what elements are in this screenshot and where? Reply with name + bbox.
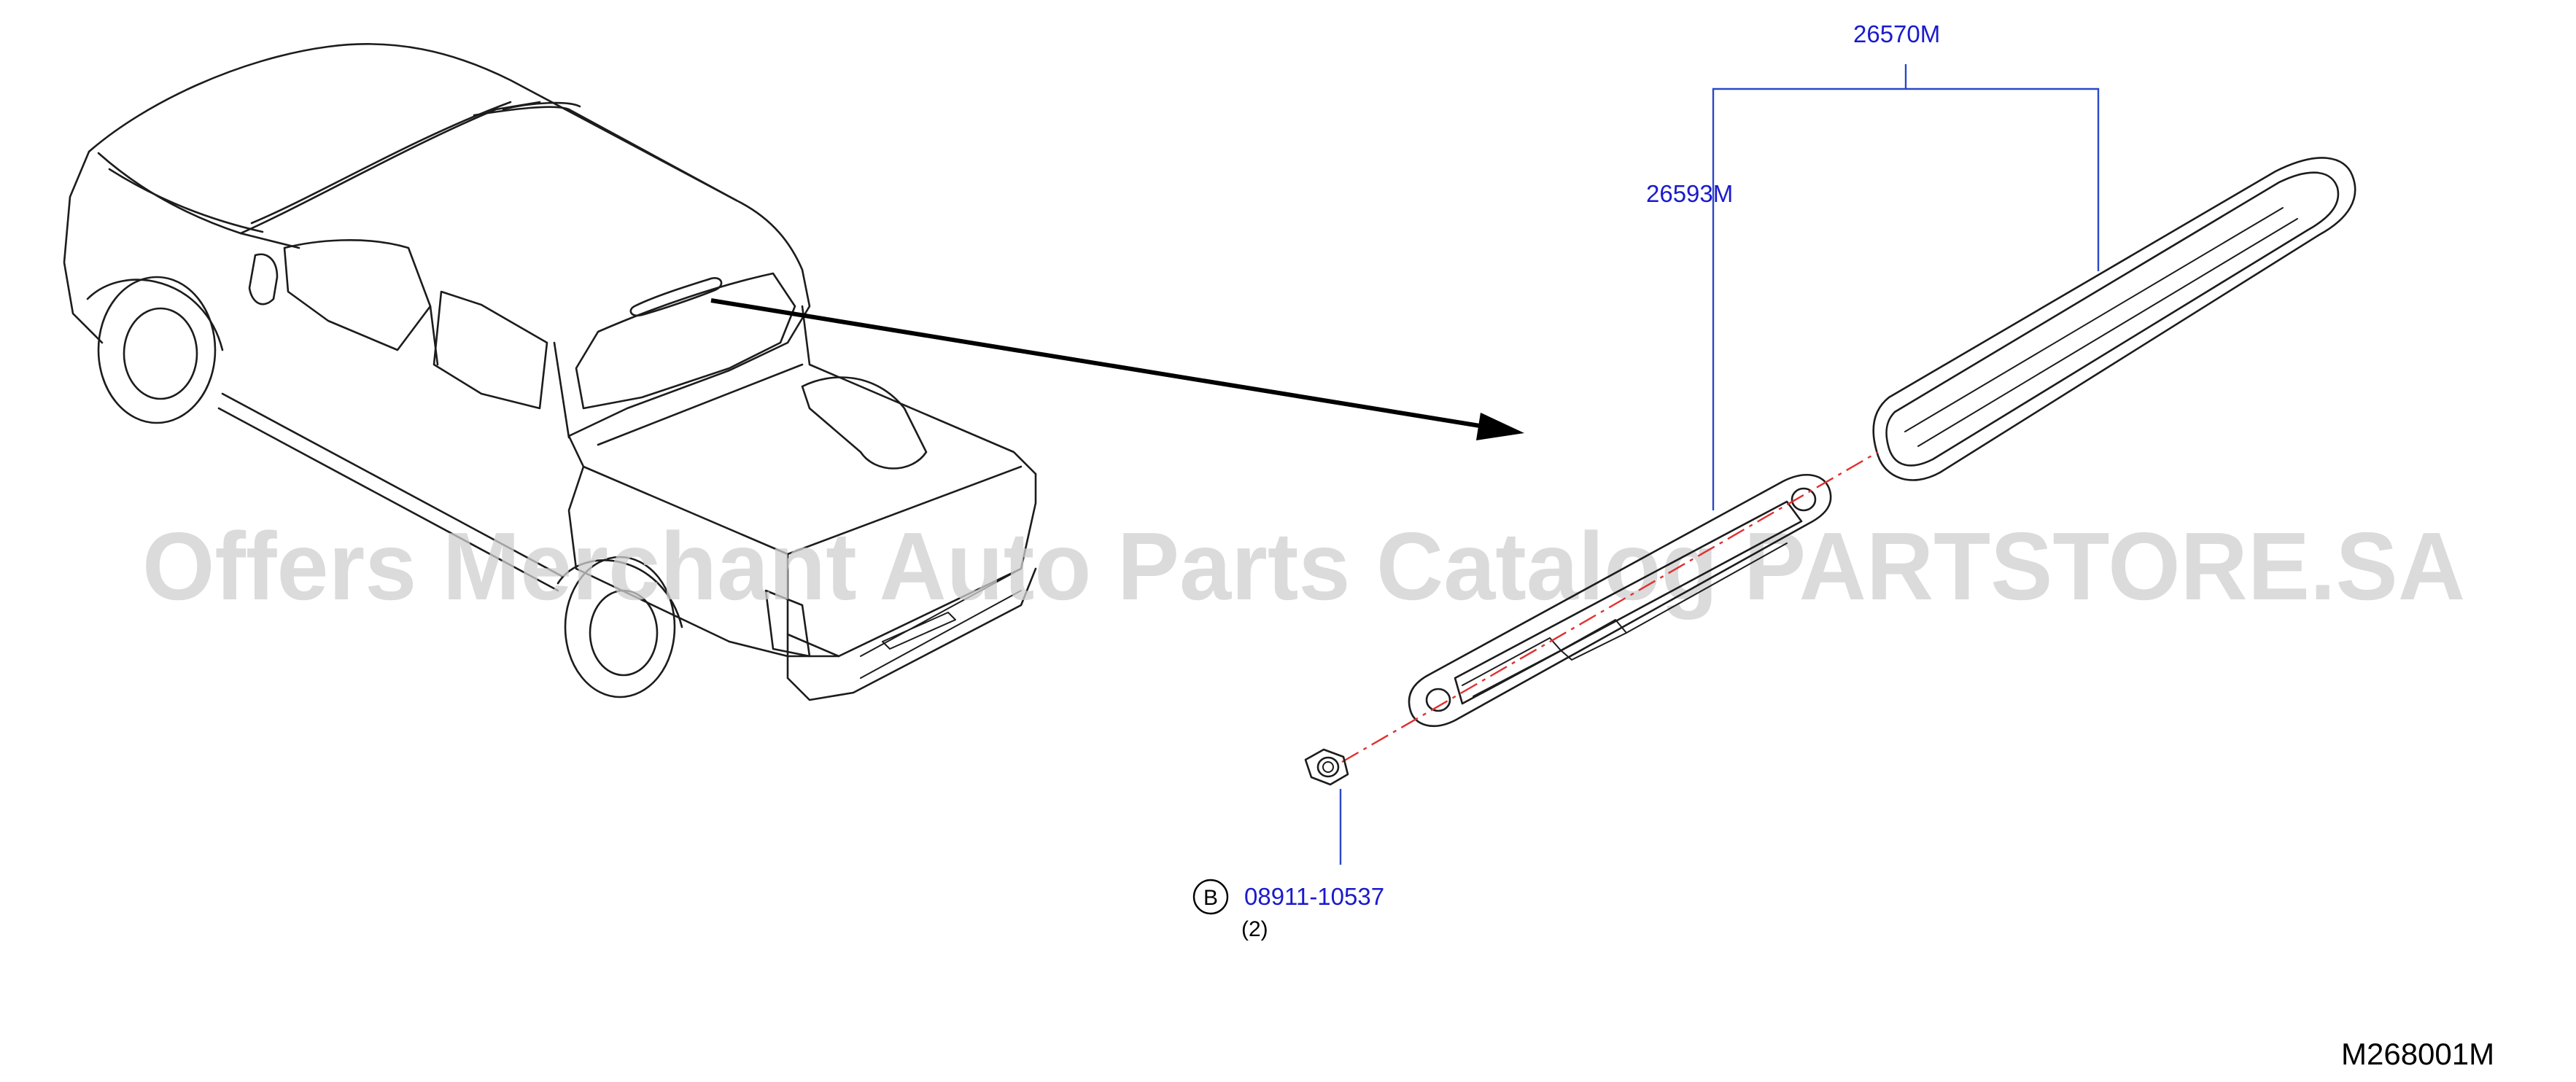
watermark: Offers Merchant Auto Parts Catalog PARTS… xyxy=(142,513,2465,620)
nut-badge-letter: B xyxy=(1203,886,1218,910)
nut-badge-circle xyxy=(1192,879,1229,915)
nut-part-number[interactable]: 08911-10537 xyxy=(1244,883,1384,910)
nut-callout: B 08911-10537 (2) xyxy=(1192,879,1384,941)
gasket-part-number[interactable]: 26593M xyxy=(1646,180,1733,207)
lamp-assembly-part-number[interactable]: 26570M xyxy=(1853,20,1940,47)
nut-drawing xyxy=(1304,748,1349,786)
diagram-id: M268001M xyxy=(2341,1037,2494,1071)
leader-lines xyxy=(1339,64,2100,865)
truck-illustration xyxy=(63,43,1037,701)
truck-stop-lamp xyxy=(629,277,723,317)
gasket-drawing xyxy=(1408,474,1832,728)
lamp-assembly-drawing xyxy=(1872,157,2356,481)
center-line xyxy=(1341,451,1879,763)
reference-arrow xyxy=(710,298,1524,440)
nut-quantity: (2) xyxy=(1241,917,1268,941)
